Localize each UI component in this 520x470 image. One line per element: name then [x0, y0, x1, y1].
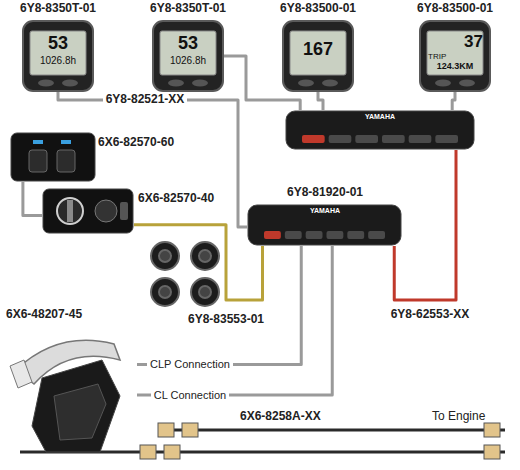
key60-node: 6X6-82570-60 — [6, 132, 196, 184]
cable — [137, 246, 332, 395]
part-number: 6Y8-83500-01 — [268, 2, 368, 16]
key40-node: 6X6-82570-40 — [30, 188, 230, 236]
harness-plug — [182, 423, 198, 437]
cable — [318, 92, 323, 110]
cable-label: 6Y8-82521-XX — [103, 93, 188, 107]
round-connectors — [151, 242, 219, 306]
harness-plug — [484, 445, 500, 459]
display-readout: 167 — [290, 39, 346, 60]
control-body — [2, 326, 137, 454]
hub-node: YAMAHA — [285, 110, 475, 150]
destination-note: To Engine — [432, 410, 485, 424]
harness-plug — [140, 445, 156, 459]
cable — [394, 150, 456, 300]
cable — [23, 182, 42, 216]
gauge-node: 6Y8-8350T-01 531026.8h — [138, 2, 238, 94]
cable-label: CL Connection — [151, 389, 229, 402]
key40-body — [42, 188, 134, 234]
display-readout: TRIP — [428, 52, 482, 61]
display-readout: 124.3KM — [427, 61, 483, 71]
part-number: 6Y8-8350T-01 — [138, 2, 238, 16]
gauge-node: 6Y8-8350T-01 531026.8h — [8, 2, 108, 94]
harness-plug — [164, 445, 180, 459]
cable-label: CLP Connection — [147, 358, 233, 371]
display-readout: YAMAHA — [290, 207, 360, 215]
key60-drawing — [10, 132, 96, 182]
part-number: 6X6-48207-45 — [6, 308, 146, 322]
harness-plug — [158, 423, 174, 437]
display-readout: 37 — [427, 32, 483, 52]
control-node: 6X6-48207-45 — [2, 308, 152, 458]
gauge-node: 6Y8-83500-01 37TRIP124.3KM — [405, 2, 505, 94]
harness-plug — [484, 423, 500, 437]
part-number: 6X6-82570-60 — [98, 136, 194, 150]
display-readout: 1026.8h — [160, 55, 216, 67]
part-number: 6Y8-81920-01 — [245, 186, 405, 200]
display-readout: 53 — [160, 33, 216, 54]
cable-label: 6Y8-62553-XX — [388, 308, 473, 322]
key40-drawing — [42, 188, 134, 234]
part-number: YAMAHA — [345, 113, 415, 121]
display-readout: 53 — [30, 33, 86, 54]
key60-body — [10, 132, 96, 182]
harness-part-number: 6X6-8258A-XX — [240, 410, 321, 424]
display-readout: 1026.8h — [30, 55, 86, 67]
control-drawing — [2, 326, 137, 454]
cable — [134, 225, 263, 300]
cable-label: 6Y8-83553-01 — [185, 313, 267, 327]
cable — [452, 92, 455, 110]
cable — [137, 246, 301, 364]
part-number: 6X6-82570-40 — [138, 192, 230, 206]
gauge-node: 6Y8-83500-01 167 — [268, 2, 368, 94]
hub-node: 6Y8-81920-01YAMAHA — [245, 186, 405, 250]
part-number: 6Y8-83500-01 — [405, 2, 505, 16]
part-number: 6Y8-8350T-01 — [8, 2, 108, 16]
